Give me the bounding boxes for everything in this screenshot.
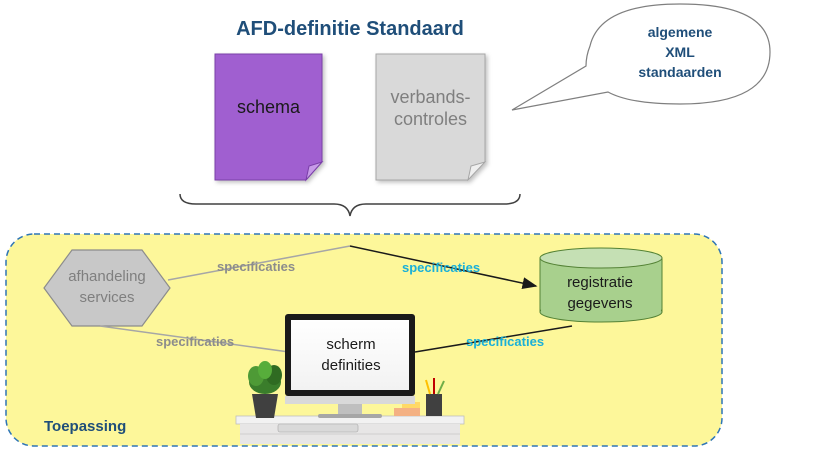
- database-line-2: gegevens: [567, 295, 633, 312]
- spec-label-top-left: specificaties: [217, 259, 296, 274]
- schema-label: schema: [236, 97, 301, 117]
- desk-illustration: [235, 361, 465, 444]
- services-label: afhandeling services: [52, 266, 162, 308]
- screen-label: scherm definities: [291, 334, 411, 376]
- application-label: Toepassing: [44, 418, 127, 435]
- page-title: AFD-definitie Standaard: [236, 18, 464, 40]
- services-line-1: afhandeling: [68, 268, 146, 285]
- verbandscontroles-document: [375, 53, 487, 182]
- spec-label-bottom-left: specificaties: [156, 334, 235, 349]
- screen-line-1: scherm: [326, 336, 376, 353]
- database-label: registratie gegevens: [540, 272, 660, 314]
- screen-line-2: definities: [321, 357, 381, 374]
- schema-document: [214, 53, 324, 182]
- verbandscontroles-line-1: verbands-: [390, 87, 471, 107]
- services-line-2: services: [79, 289, 135, 306]
- curly-brace: [179, 193, 521, 217]
- bubble-line-1: algemene: [647, 24, 713, 40]
- verbandscontroles-label: verbands- controles: [376, 86, 485, 130]
- connectors: [99, 245, 573, 353]
- bubble-line-2: XML: [665, 44, 695, 60]
- monitor: [285, 314, 415, 418]
- bubble-text: algemene XML standaarden: [618, 22, 742, 82]
- verbandscontroles-line-2: controles: [393, 109, 468, 129]
- database-line-1: registratie: [567, 274, 633, 291]
- spec-label-bottom-right: specificaties: [466, 334, 545, 349]
- xml-standards-bubble: [511, 3, 771, 111]
- database-cylinder: [539, 247, 663, 323]
- bubble-line-3: standaarden: [638, 64, 722, 80]
- spec-label-top-right: specificaties: [402, 260, 481, 275]
- services-hexagon: [43, 249, 171, 327]
